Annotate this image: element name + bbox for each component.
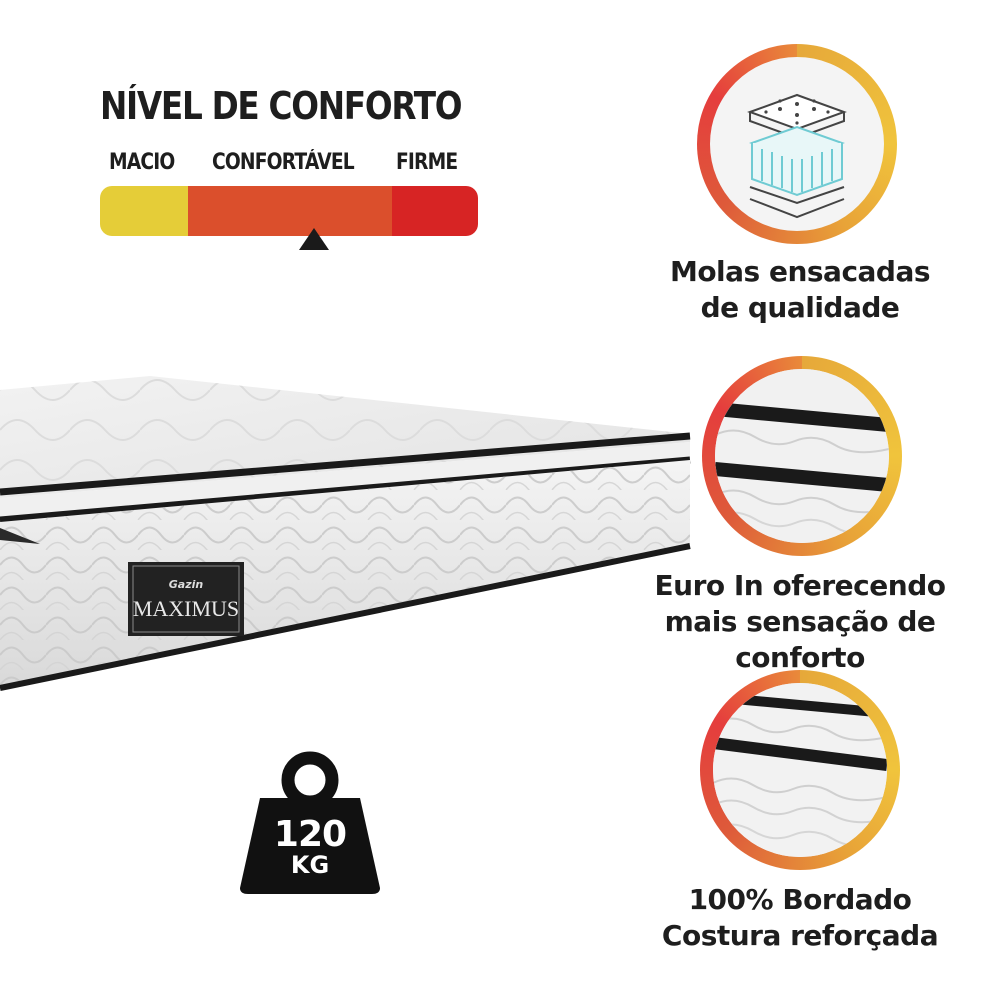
pocket-springs-icon	[747, 93, 847, 219]
level-soft-label: MACIO	[109, 150, 175, 175]
weight-icon	[240, 751, 380, 894]
feature-embroidery-line1: 100% Bordado	[688, 883, 912, 916]
feature-eurotop-line2: mais sensação de conforto	[664, 605, 936, 674]
feature-springs-caption: Molas ensacadas de qualidade	[600, 254, 1000, 326]
level-comfortable-label: CONFORTÁVEL	[212, 150, 355, 175]
scale-segment-soft	[100, 186, 188, 236]
scale-segment-comfortable	[188, 186, 392, 236]
comfort-title: NÍVEL DE CONFORTO	[100, 84, 463, 128]
model-name: MAXIMUS	[133, 596, 239, 621]
mattress-image: Gazin MAXIMUS	[0, 376, 691, 691]
feature-springs-line2: de qualidade	[700, 291, 900, 324]
embroidery-icon	[713, 683, 887, 857]
feature-eurotop-badge	[702, 356, 902, 556]
weight-value: 120	[273, 814, 347, 855]
feature-springs-line1: Molas ensacadas	[669, 255, 931, 288]
feature-embroidery-caption: 100% Bordado Costura reforçada	[600, 882, 1000, 954]
euro-top-icon	[715, 369, 889, 543]
product-label: Gazin MAXIMUS	[128, 562, 244, 636]
feature-springs-badge	[697, 44, 897, 244]
level-firm-label: FIRME	[396, 150, 458, 175]
feature-eurotop-caption: Euro In oferecendo mais sensação de conf…	[600, 568, 1000, 676]
comfort-scale-bar	[100, 186, 478, 236]
feature-embroidery-line2: Costura reforçada	[661, 919, 939, 952]
scale-segment-firm	[392, 186, 478, 236]
weight-unit: KG	[290, 851, 330, 879]
feature-eurotop-line1: Euro In oferecendo	[654, 569, 946, 602]
brand-logo: Gazin	[169, 578, 204, 591]
comfort-marker-icon	[299, 228, 329, 250]
feature-embroidery-badge	[700, 670, 900, 870]
